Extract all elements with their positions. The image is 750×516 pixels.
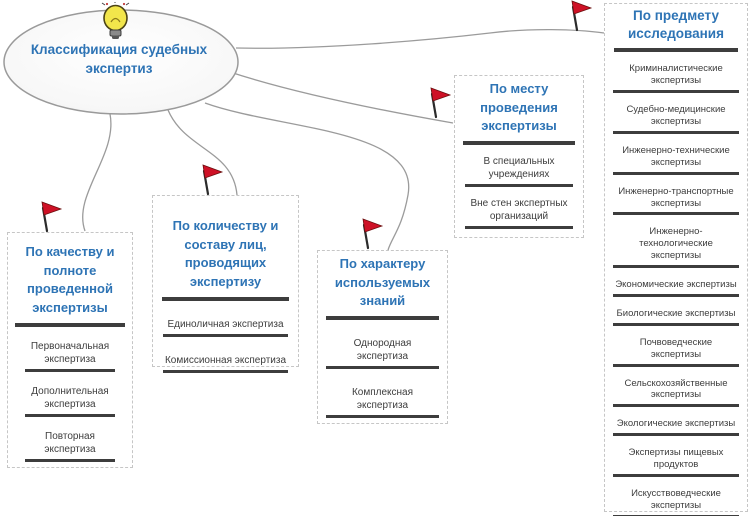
connector-knowledge — [204, 102, 410, 251]
flag-icon — [361, 217, 384, 250]
leaf-item[interactable]: Комиссионная экспертиза — [162, 354, 289, 373]
leaf-item[interactable]: Вне стен экспертных организаций — [464, 197, 574, 230]
leaf-item[interactable]: Искусствоведческие экспертизы — [612, 488, 740, 516]
leaf-item[interactable]: Биологические экспертизы — [612, 308, 740, 326]
branch-knowledge[interactable]: По характеру используемых знаний Однород… — [317, 250, 448, 424]
branch-title: По предмету исследования — [613, 7, 739, 53]
connector-participants — [167, 109, 238, 196]
flag-icon — [201, 163, 224, 196]
connector-subject — [235, 28, 605, 49]
leaf-item[interactable]: Однородная экспертиза — [326, 337, 439, 370]
branch-title: По характеру используемых знаний — [325, 255, 440, 321]
flag-icon — [429, 86, 452, 119]
center-topic-title: Классификация судебных экспертиз — [30, 42, 208, 76]
flag-icon — [570, 0, 593, 32]
branch-location[interactable]: По месту проведения экспертизы В специал… — [454, 75, 584, 238]
leaf-item[interactable]: Сельскохозяйственные экспертизы — [612, 378, 740, 408]
leaf-item[interactable]: Инженерно-технологические экспертизы — [612, 226, 740, 269]
leaf-item[interactable]: Повторная экспертиза — [24, 430, 116, 462]
leaf-item[interactable]: Первоначальная экспертиза — [24, 340, 116, 372]
branch-title: По качеству и полноте проведенной экспер… — [15, 243, 125, 327]
leaf-item[interactable]: Дополнительная экспертиза — [24, 385, 116, 417]
leaf-item[interactable]: Криминалистические экспертизы — [612, 63, 740, 94]
leaf-item[interactable]: Экономические экспертизы — [612, 279, 740, 297]
connector-location — [229, 71, 454, 124]
leaf-item[interactable]: Почвоведческие экспертизы — [612, 337, 740, 367]
branch-subject[interactable]: По предмету исследования Криминалистичес… — [604, 3, 748, 516]
branch-participants[interactable]: По количеству и составу лиц, проводящих … — [152, 195, 299, 373]
leaf-item[interactable]: Инженерно-технические экспертизы — [612, 145, 740, 175]
leaf-item[interactable]: Экспертизы пищевых продуктов — [612, 447, 740, 477]
branch-quality[interactable]: По качеству и полноте проведенной экспер… — [7, 232, 133, 468]
leaf-item[interactable]: Единоличная экспертиза — [162, 318, 289, 337]
leaf-item[interactable]: Инженерно-транспортные экспертизы — [612, 186, 740, 216]
flag-icon — [40, 200, 63, 233]
leaf-item[interactable]: Судебно-медицинские экспертизы — [612, 104, 740, 134]
branch-title: По количеству и составу лиц, проводящих … — [161, 217, 290, 301]
branch-title: По месту проведения экспертизы — [462, 80, 576, 146]
leaf-item[interactable]: Комплексная экспертиза — [326, 386, 439, 419]
leaf-item[interactable]: В специальных учреждениях — [464, 155, 574, 188]
connector-quality — [82, 113, 112, 232]
lightbulb-icon — [101, 2, 130, 39]
leaf-item[interactable]: Экологические экспертизы — [612, 418, 740, 437]
